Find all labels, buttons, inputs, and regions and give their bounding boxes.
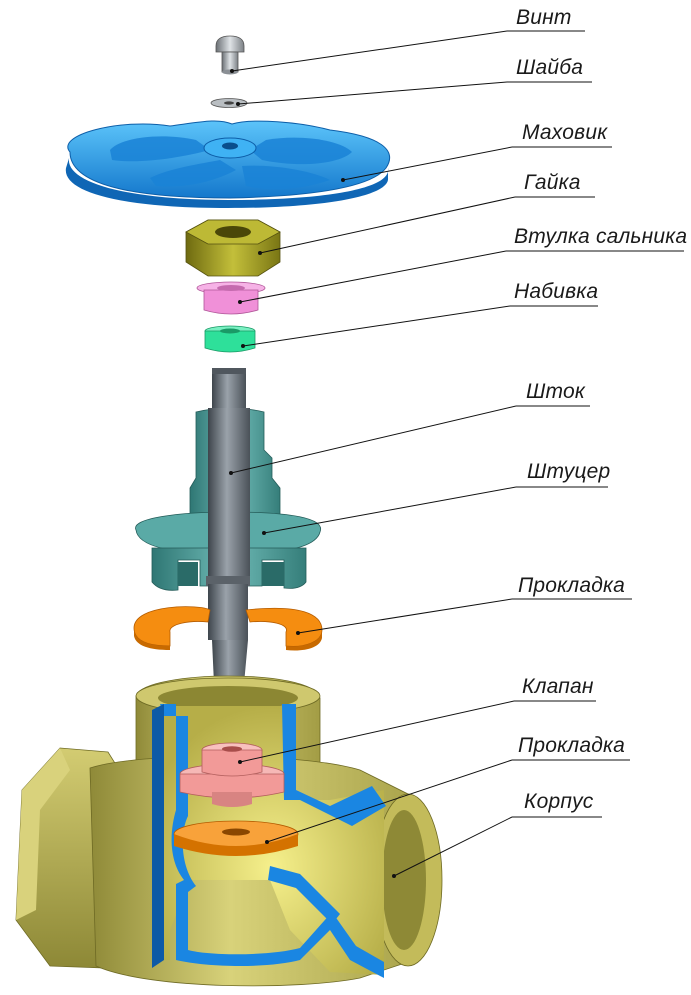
label-nabivka: Набивка [241,280,598,348]
label-mahovik: Маховик [341,121,612,182]
upper-gasket-part [133,606,323,651]
label-korpus: Корпус [392,790,602,878]
label-gaika: Гайка [258,171,595,255]
handwheel-part [65,120,391,208]
label-text: Шайба [516,56,583,79]
valve-disc-part [179,742,285,807]
label-prokladka-1: Прокладка [296,574,632,635]
label-shaiba: Шайба [236,56,592,106]
screw-part [215,35,245,75]
label-prokladka-2: Прокладка [265,734,630,844]
label-vint: Винт [230,6,585,73]
washer-part [210,98,248,108]
label-vtulka: Втулка сальника [238,225,687,304]
label-text: Винт [516,6,572,29]
label-text: Штуцер [527,460,610,483]
label-text: Втулка сальника [514,225,687,248]
label-shtucer: Штуцер [262,460,610,535]
label-text: Маховик [522,121,608,144]
label-text: Шток [526,380,586,403]
label-shtok: Шток [229,380,590,475]
label-klapan: Клапан [238,675,596,764]
label-text: Гайка [524,171,581,194]
lower-gasket-part [173,820,299,856]
stem-part [206,368,250,717]
label-text: Набивка [514,280,598,303]
nut-part [185,219,281,277]
label-text: Прокладка [518,574,625,597]
packing-part [204,325,256,353]
gland-bushing-part [196,281,266,315]
body-part [15,675,443,987]
label-text: Прокладка [518,734,625,757]
label-text: Клапан [522,675,594,698]
label-text: Корпус [524,790,594,813]
